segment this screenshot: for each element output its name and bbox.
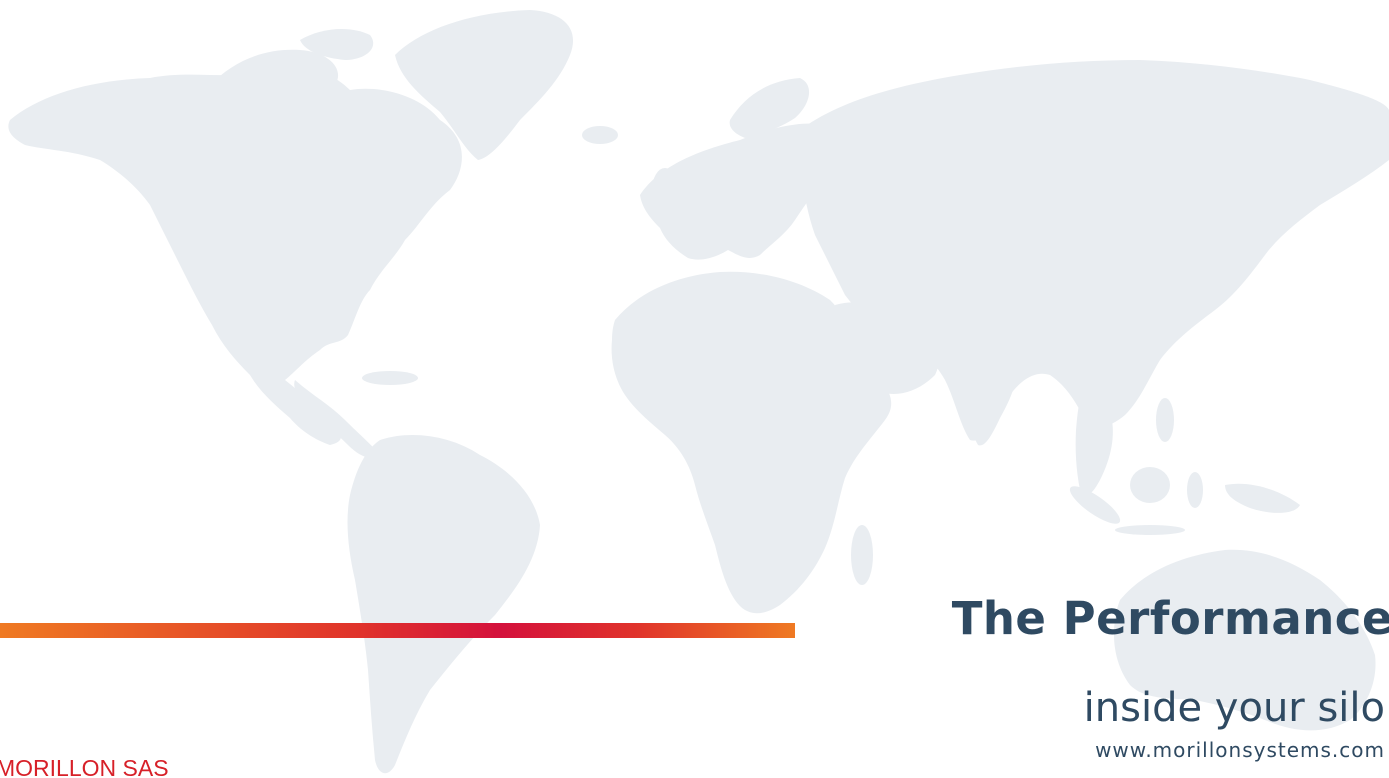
iceland-shape bbox=[582, 126, 618, 144]
japan-shape bbox=[1195, 204, 1261, 308]
website-link[interactable]: www.morillonsystems.com bbox=[1095, 738, 1385, 762]
british-isles-shape bbox=[652, 168, 678, 212]
caribbean-islands-shape bbox=[362, 371, 418, 385]
tagline-sub: inside your silo bbox=[1083, 685, 1385, 731]
southeast-asia-shape bbox=[1075, 398, 1113, 496]
arctic-islands-shape-2 bbox=[300, 28, 374, 60]
scandinavia-shape bbox=[729, 78, 810, 138]
sulawesi-shape bbox=[1187, 472, 1203, 508]
central-america-shape bbox=[294, 380, 380, 458]
java-shape bbox=[1115, 525, 1185, 535]
australia-shape bbox=[1113, 549, 1376, 731]
africa-shape bbox=[611, 271, 892, 614]
philippines-shape bbox=[1156, 398, 1174, 442]
greenland-shape bbox=[395, 10, 574, 160]
new-guinea-shape bbox=[1225, 483, 1300, 513]
borneo-shape bbox=[1130, 467, 1170, 503]
arctic-islands-shape bbox=[210, 49, 339, 98]
company-name: MORILLON SAS bbox=[0, 755, 169, 778]
sumatra-shape bbox=[1069, 486, 1121, 524]
india-shape bbox=[954, 343, 1017, 446]
accent-gradient-bar bbox=[0, 623, 795, 638]
kamchatka-shape bbox=[1296, 155, 1341, 215]
south-america-shape bbox=[347, 435, 540, 774]
asia-shape bbox=[799, 60, 1389, 441]
madagascar-shape bbox=[851, 525, 873, 585]
tagline-main: The Performance bbox=[951, 592, 1389, 645]
north-america-shape bbox=[8, 67, 462, 445]
europe-shape bbox=[640, 123, 844, 260]
